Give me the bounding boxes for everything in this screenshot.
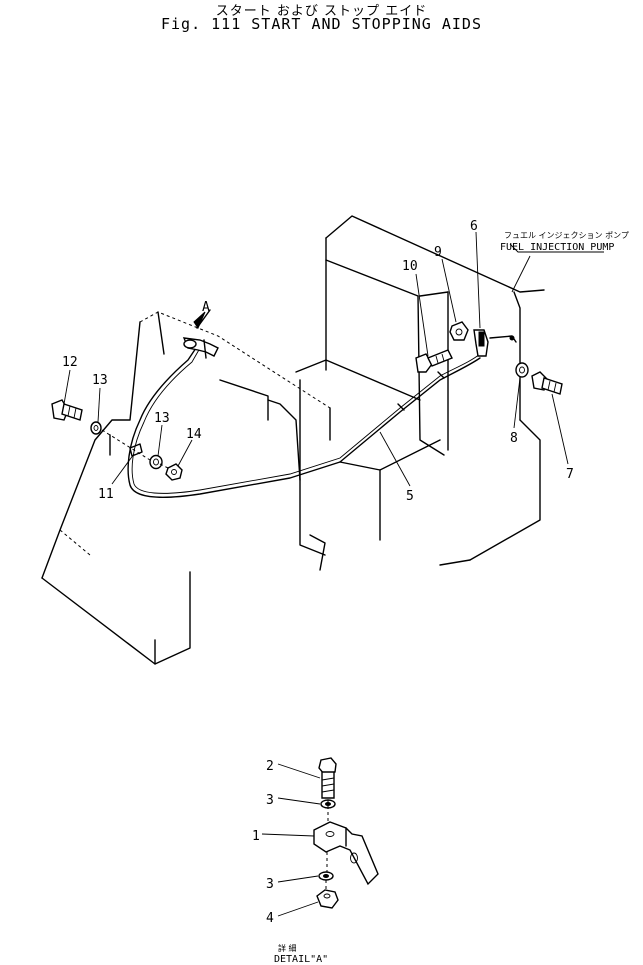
callout-9: 9 <box>434 245 442 260</box>
callout-12: 12 <box>62 355 78 370</box>
leader-lines-main <box>63 231 604 487</box>
bolt-part-2 <box>318 757 337 799</box>
control-knob <box>182 337 219 359</box>
washer-part-13-right <box>149 454 163 470</box>
title-japanese: スタート および ストップ エイド <box>215 4 428 19</box>
arrow-a-label: A <box>202 300 210 315</box>
cable-clip-part-11 <box>101 429 169 469</box>
callout-13-right: 13 <box>154 411 170 426</box>
pump-label-english: FUEL INJECTION PUMP <box>500 242 614 253</box>
callout-8: 8 <box>510 431 518 446</box>
bracket-part-1 <box>313 821 379 886</box>
arrow-a-icon <box>193 309 211 330</box>
bolt-part-10 <box>415 349 453 373</box>
engine-block-outline <box>295 215 545 571</box>
washer-part-3-lower <box>318 871 334 881</box>
callout-4: 4 <box>266 911 274 926</box>
callout-14: 14 <box>186 427 202 442</box>
callout-3-upper: 3 <box>266 793 274 808</box>
callout-10: 10 <box>402 259 418 274</box>
detail-a-view: 2 3 1 3 4 <box>252 757 379 926</box>
detail-caption-japanese: 詳 細 <box>278 943 297 953</box>
callout-3-lower: 3 <box>266 877 274 892</box>
nut-part-14 <box>165 463 183 481</box>
callout-11: 11 <box>98 487 114 502</box>
callout-6: 6 <box>470 219 478 234</box>
callout-5: 5 <box>406 489 414 504</box>
cable-clamp-part-6 <box>473 329 517 357</box>
bolt-part-12 <box>51 399 83 421</box>
callout-13-left: 13 <box>92 373 108 388</box>
callout-1: 1 <box>252 829 260 844</box>
title-english: Fig. 111 START AND STOPPING AIDS <box>161 15 482 33</box>
washer-part-8 <box>515 362 529 378</box>
mounting-frame-outline <box>41 311 331 665</box>
bolt-part-7 <box>531 371 563 395</box>
stop-cable <box>127 347 481 498</box>
callout-2: 2 <box>266 759 274 774</box>
nut-part-4 <box>316 889 339 909</box>
detail-caption-english: DETAIL"A" <box>274 954 328 965</box>
washer-part-13-left <box>90 421 102 435</box>
pump-label-japanese: フュエル インジェクション ポンプ <box>504 231 629 240</box>
callout-7: 7 <box>566 467 574 482</box>
nut-part-9 <box>449 321 469 341</box>
callout-numbers-main: 12 13 13 14 11 10 9 6 8 7 5 <box>62 219 574 504</box>
